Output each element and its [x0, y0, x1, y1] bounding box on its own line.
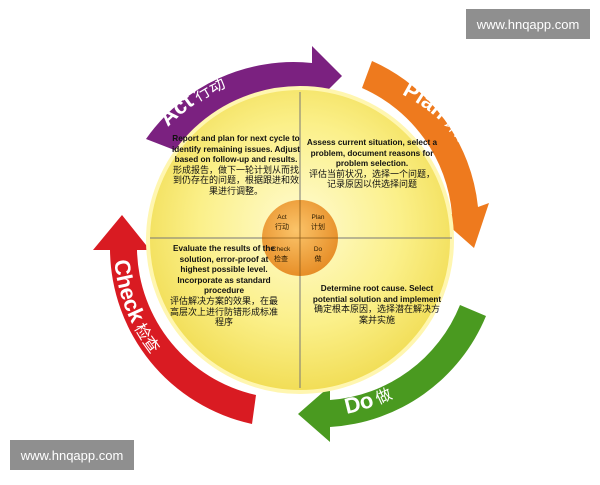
check-arrow — [93, 215, 256, 424]
hub-act-en: Act — [277, 214, 287, 221]
watermark-bottom: www.hnqapp.com — [10, 440, 134, 470]
hub-plan-en: Plan — [311, 214, 324, 221]
act-quadrant-cn: 形成报告，做下一轮计划从而找到仍存在的问题，根据跟进和效果进行调整。 — [172, 165, 299, 197]
watermark-top: www.hnqapp.com — [466, 9, 590, 39]
do-quadrant-cn: 确定根本原因，选择潜在解决方案并实施 — [313, 305, 440, 326]
act-quadrant-en: Report and plan for next cycle to identi… — [172, 134, 300, 165]
plan-quadrant-cn: 评估当前状况，选择一个问题，记录原因以供选择问题 — [308, 169, 435, 191]
hub-act-cn: 行动 — [275, 222, 289, 231]
do-quadrant-text: Determine root cause. Select potential s… — [312, 284, 442, 326]
act-quadrant-text: Report and plan for next cycle to identi… — [172, 134, 300, 198]
plan-quadrant-en: Assess current situation, select a probl… — [306, 138, 438, 169]
hub-check-cn: 检查 — [274, 254, 288, 263]
do-arrow — [298, 305, 486, 442]
hub-check-en: Check — [272, 246, 291, 253]
plan-quadrant-text: Assess current situation, select a probl… — [306, 138, 438, 191]
check-quadrant-cn: 评估解决方案的效果，在最高层次上进行防错形成标准程序 — [169, 296, 278, 329]
hub-do-en: Do — [314, 246, 323, 253]
plan-arrow — [362, 61, 489, 248]
check-quadrant-en: Evaluate the results of the solution, er… — [173, 244, 275, 296]
hub-plan-cn: 计划 — [311, 222, 325, 231]
hub-do-cn: 做 — [315, 254, 322, 263]
check-quadrant-text: Evaluate the results of the solution, er… — [166, 244, 282, 329]
do-quadrant-en: Determine root cause. Select potential s… — [312, 284, 442, 304]
